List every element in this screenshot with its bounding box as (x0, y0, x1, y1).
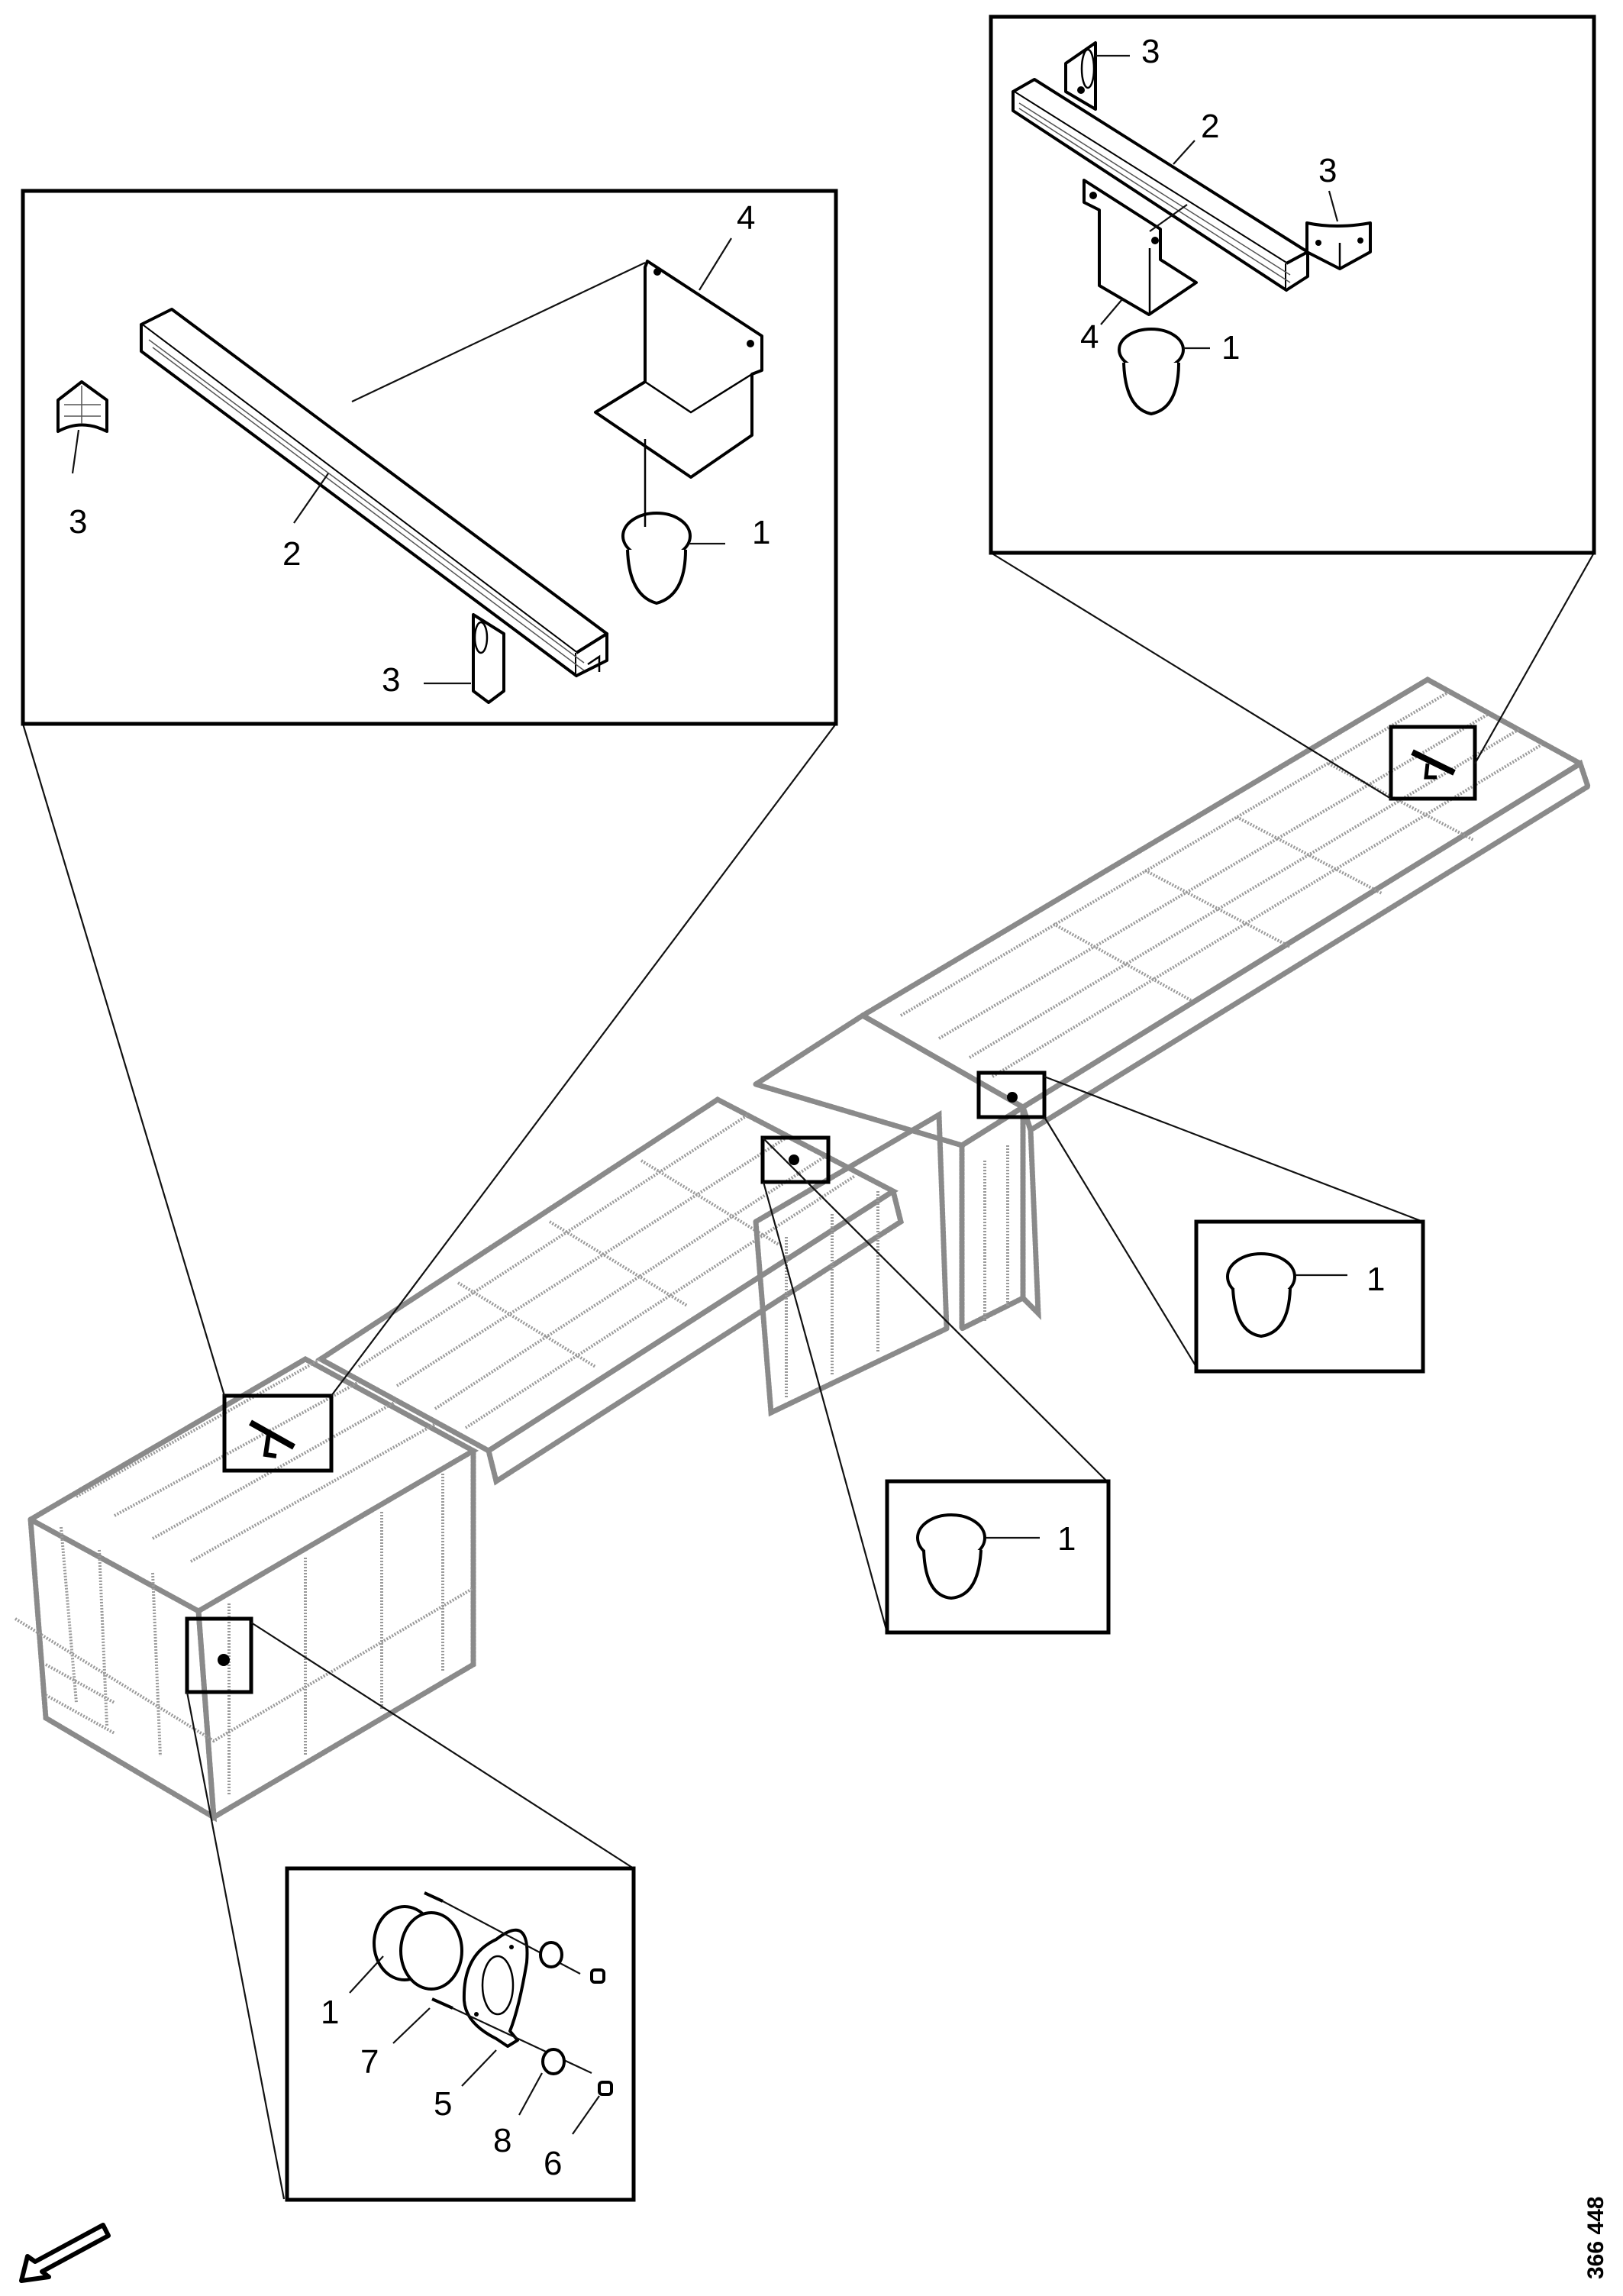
marker-roof-middle[interactable] (760, 1135, 831, 1184)
end-cap-right[interactable] (1305, 190, 1372, 270)
callout-2: 2 (1201, 108, 1219, 145)
callout-7: 7 (360, 2043, 379, 2081)
dome-dot-icon (1007, 1092, 1018, 1103)
end-cap-upper[interactable] (1064, 41, 1130, 111)
callout-1: 1 (1057, 1520, 1076, 1558)
callout-1: 1 (1366, 1261, 1385, 1298)
dome-dot-icon (218, 1654, 230, 1666)
callout-1: 1 (1221, 329, 1240, 367)
detail-mid-center: 1 (885, 1479, 1111, 1635)
detail-mid-right: 1 (1194, 1219, 1425, 1374)
rail-profile[interactable] (1012, 78, 1309, 292)
angle-bracket[interactable] (1083, 179, 1198, 316)
detail-top-right: 3 2 3 4 1 (989, 15, 1596, 555)
callout-4: 4 (1080, 318, 1099, 356)
callout-1: 1 (752, 514, 770, 551)
dome[interactable] (1226, 1252, 1347, 1338)
dome[interactable] (916, 1513, 1040, 1600)
rail-mini-icon (1411, 749, 1456, 776)
callout-3: 3 (1141, 33, 1160, 70)
marker-articulation[interactable] (976, 1070, 1047, 1119)
dome[interactable] (621, 439, 725, 605)
callout-2: 2 (282, 535, 301, 573)
dome-dot-icon (789, 1154, 799, 1165)
callout-5: 5 (434, 2085, 452, 2123)
marker-cab-front[interactable] (185, 1616, 253, 1694)
location-markers (185, 725, 1477, 1694)
callout-8: 8 (493, 2122, 511, 2159)
direction-arrow-icon (19, 2223, 111, 2283)
dome[interactable] (1118, 328, 1210, 415)
callout-3: 3 (69, 503, 87, 541)
callout-3: 3 (382, 661, 400, 699)
detail-frame (285, 1866, 636, 2202)
angle-bracket[interactable] (594, 260, 763, 479)
bus-body-frame (14, 676, 1592, 1823)
detail-frame (1194, 1219, 1425, 1374)
rail-profile[interactable] (140, 308, 608, 677)
mounting-flange[interactable] (461, 1928, 529, 2087)
dome[interactable] (349, 1905, 463, 1994)
callout-6: 6 (544, 2145, 562, 2182)
detail-top-left: 4 3 2 1 3 (21, 189, 838, 726)
callout-3: 3 (1318, 152, 1337, 189)
nut[interactable] (572, 1968, 613, 2135)
drawing-number: 366 448 (1583, 2197, 1608, 2279)
callout-4: 4 (737, 199, 755, 237)
detail-leaders (21, 552, 1595, 2200)
callout-1: 1 (321, 1994, 339, 2031)
detail-frame (21, 189, 838, 726)
end-cap-right[interactable] (424, 613, 505, 704)
marker-roof-front[interactable] (222, 1393, 334, 1473)
rail-mini-icon (249, 1419, 295, 1450)
washer[interactable] (518, 1941, 566, 2116)
end-cap-left[interactable] (56, 380, 108, 474)
detail-bottom-left: 1 7 5 8 6 (285, 1866, 636, 2202)
